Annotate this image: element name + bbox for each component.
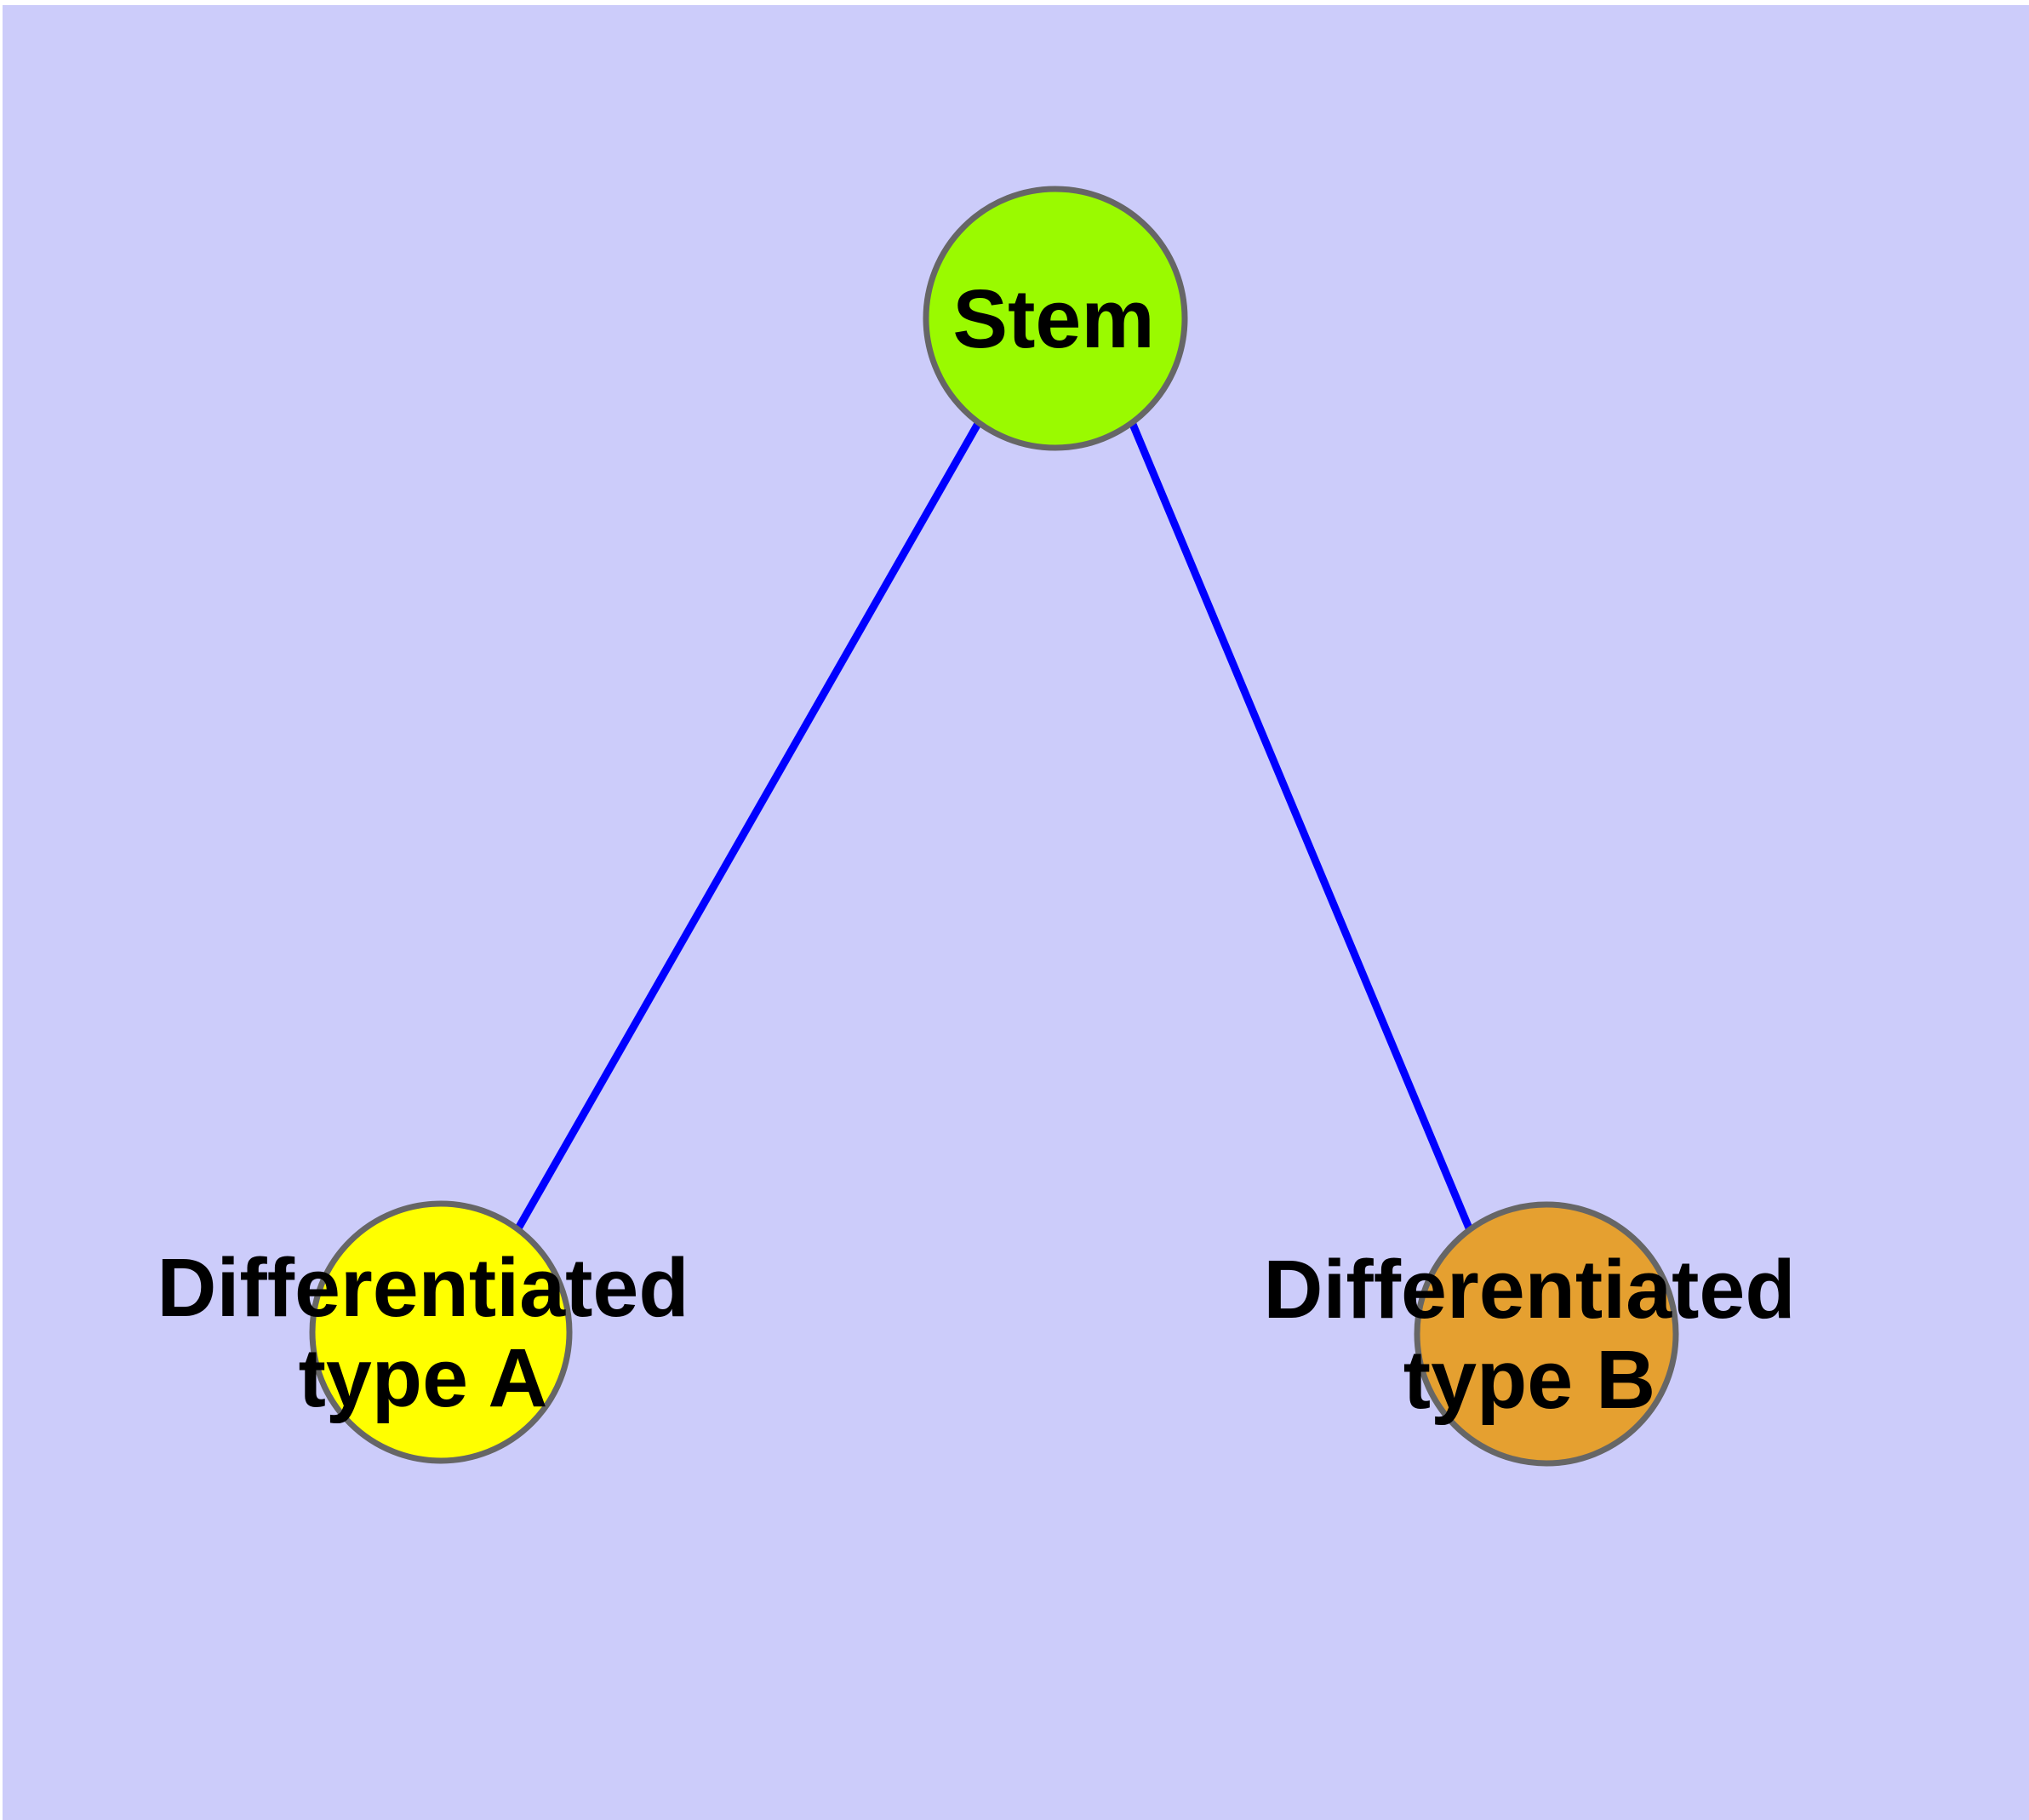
node-label-stem: Stem — [952, 272, 1154, 365]
node-circle-stem[interactable] — [923, 186, 1188, 451]
node-circle-diff-b[interactable] — [1414, 1201, 1679, 1467]
node-label-line: type B — [1403, 1333, 1655, 1426]
node-label-line: Stem — [952, 272, 1154, 365]
graph-node-stem[interactable] — [923, 186, 1188, 451]
node-label-line: Differentiated — [157, 1241, 689, 1334]
graph-edge-stem-to-diff-a[interactable] — [515, 420, 982, 1231]
node-label-line: Differentiated — [1263, 1243, 1795, 1336]
graph-edge-stem-to-diff-b[interactable] — [1128, 421, 1474, 1232]
nodes-layer — [309, 186, 1679, 1467]
node-circle-diff-a[interactable] — [309, 1200, 573, 1464]
graph-node-diff-b[interactable] — [1414, 1201, 1679, 1467]
node-label-line: type A — [299, 1331, 548, 1424]
graph-node-diff-a[interactable] — [309, 1200, 573, 1464]
edges-layer — [515, 420, 1474, 1232]
